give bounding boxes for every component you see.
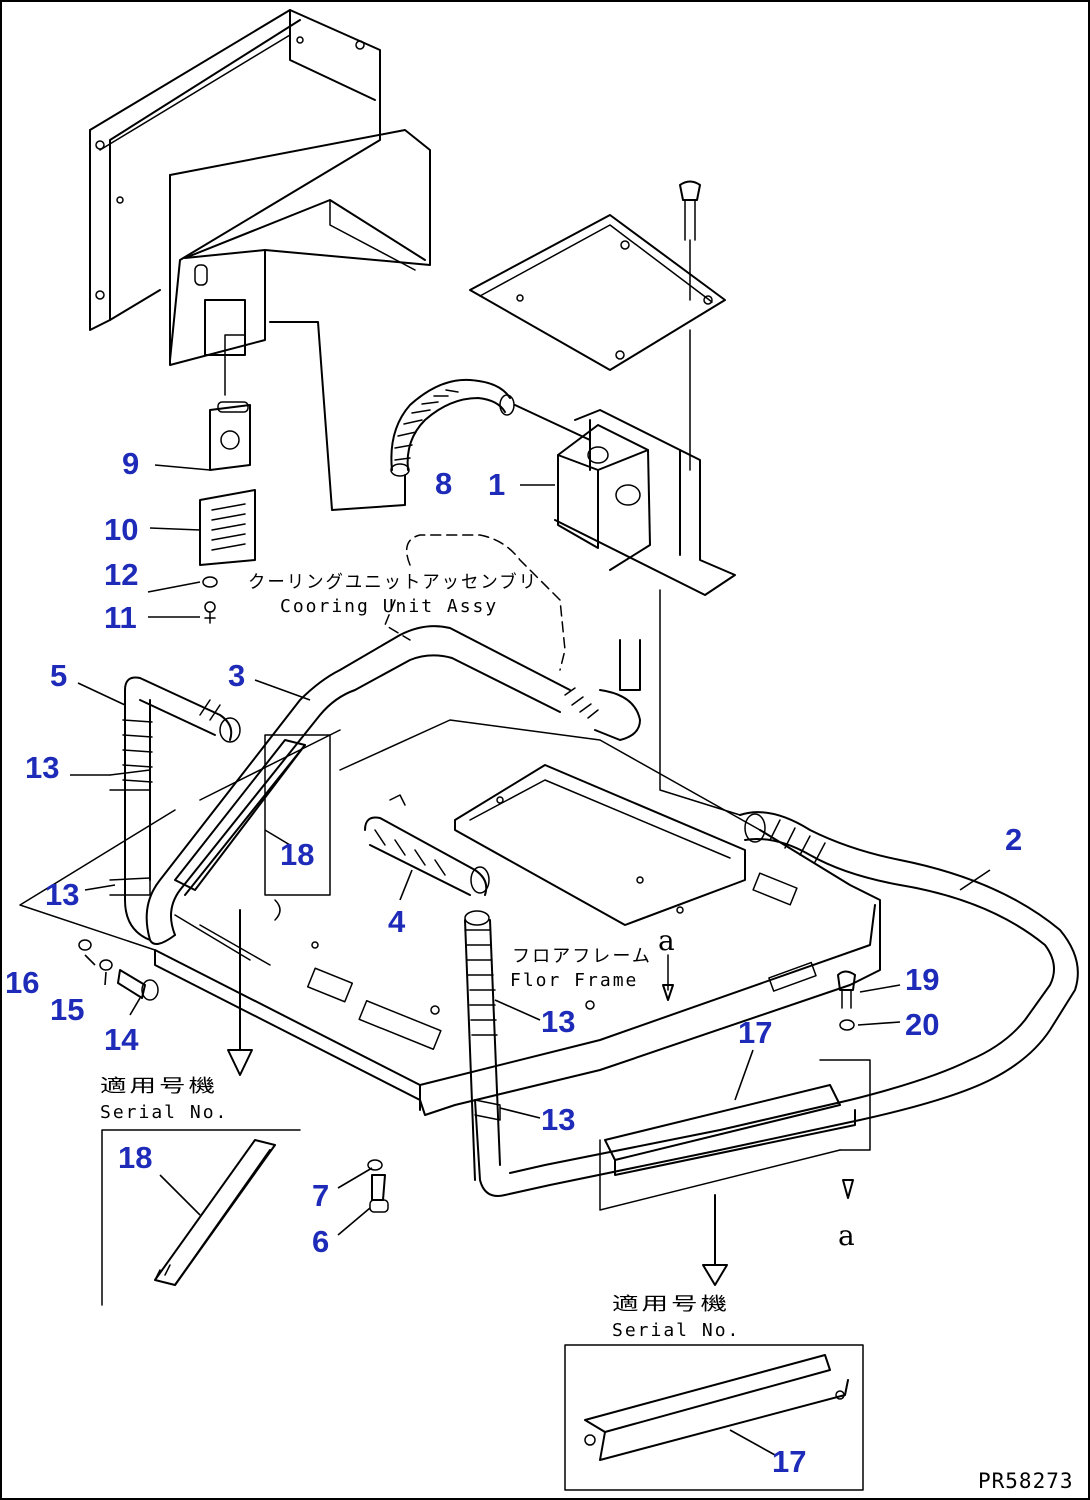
pipe-3 [145, 625, 641, 945]
leader-lines [70, 464, 991, 1456]
bracket-1 [514, 404, 736, 596]
floor-frame-label-jp: フロアフレーム [512, 946, 652, 967]
callout-6: 6 [312, 1224, 329, 1259]
callout-18-a: 18 [280, 837, 314, 872]
callout-3: 3 [228, 658, 245, 693]
hardware-19-20 [837, 970, 856, 1031]
callout-17-b: 17 [772, 1444, 806, 1479]
cover-plate [469, 180, 726, 471]
floor-frame-label-en: Flor Frame [510, 970, 638, 991]
callout-18-b: 18 [118, 1140, 152, 1175]
callout-4: 4 [388, 904, 406, 939]
callout-2: 2 [1005, 822, 1022, 857]
serial-inset-right [564, 1344, 864, 1491]
callout-numbers: 1 2 3 4 5 6 7 8 9 10 11 12 13 13 13 13 1… [5, 446, 1022, 1479]
pipe-2 [474, 589, 1079, 1197]
callout-13-b: 13 [45, 877, 79, 912]
callout-13-a: 13 [25, 750, 59, 785]
section-arrows [662, 954, 854, 1199]
callout-7: 7 [312, 1178, 329, 1213]
pipe-4 [364, 794, 501, 1181]
floor-frame [19, 719, 881, 1116]
pipe-5 [109, 676, 241, 941]
callout-5: 5 [50, 658, 67, 693]
callout-8: 8 [435, 466, 452, 501]
cooling-unit-label-en: Cooring Unit Assy [280, 596, 498, 617]
callout-15: 15 [50, 992, 84, 1027]
section-mark-a-bottom: a [838, 1219, 855, 1252]
callout-20: 20 [905, 1007, 939, 1042]
hardware-6-7 [367, 1159, 389, 1213]
hose-8 [390, 378, 515, 477]
callout-19: 19 [905, 962, 939, 997]
callout-17-a: 17 [738, 1015, 772, 1050]
serial-inset-left [101, 1129, 301, 1306]
callout-14: 14 [104, 1022, 139, 1057]
clamp-18-box [174, 729, 341, 1076]
callout-11: 11 [104, 600, 137, 635]
section-mark-a-top: a [658, 924, 675, 957]
cover-17-box [599, 1059, 871, 1286]
callout-13-d: 13 [541, 1102, 575, 1137]
callout-16: 16 [5, 965, 39, 1000]
hardware-9-10-11-12 [199, 401, 256, 624]
cooling-unit-outline [384, 534, 566, 671]
callout-12: 12 [104, 557, 138, 592]
callout-9: 9 [122, 446, 139, 481]
serial-label-en-right: Serial No. [612, 1320, 740, 1341]
callout-10: 10 [104, 512, 138, 547]
rear-duct-housing [89, 9, 431, 511]
annotation-notes: クーリングユニットアッセンブリ Cooring Unit Assy フロアフレー… [100, 571, 1074, 1493]
serial-label-jp-right: 適用号機 [612, 1294, 730, 1315]
serial-label-en-left: Serial No. [100, 1102, 228, 1123]
callout-1: 1 [488, 467, 505, 502]
callout-13-c: 13 [541, 1004, 575, 1039]
drawing-code: PR58273 [978, 1469, 1074, 1493]
cooling-unit-label-jp: クーリングユニットアッセンブリ [248, 571, 538, 593]
hardware-14-15-16 [78, 939, 159, 1001]
serial-label-jp-left: 適用号機 [100, 1076, 218, 1097]
